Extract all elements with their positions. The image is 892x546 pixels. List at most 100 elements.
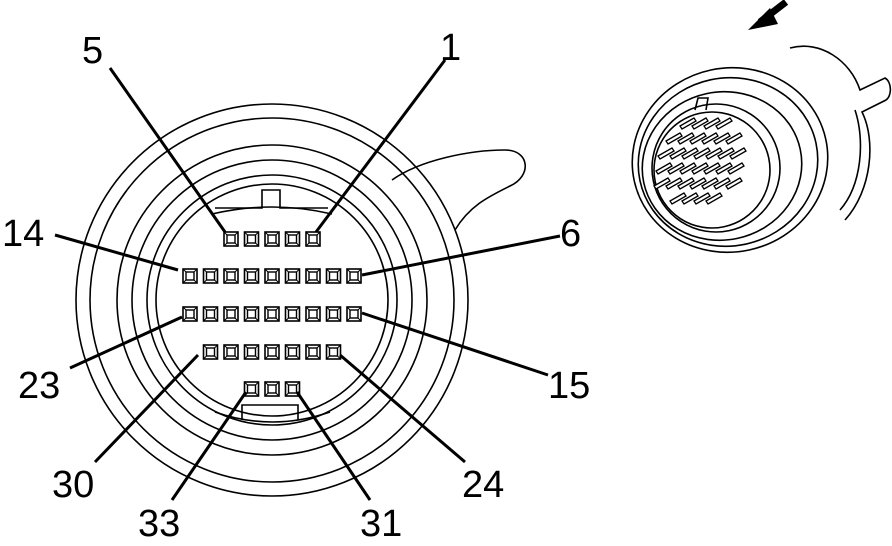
perspective-pin — [701, 177, 719, 190]
connector-face-view: 5 1 14 6 23 15 30 24 33 31 — [2, 27, 590, 545]
pin-cavity-10 — [264, 268, 280, 284]
pin-cavity-5 — [223, 231, 239, 247]
pin-cavity-11 — [243, 268, 260, 284]
perspective-pin — [727, 162, 745, 175]
perspective-pin — [665, 177, 683, 190]
pin-cavity-17 — [305, 306, 321, 322]
pin-cavity-16 — [325, 306, 342, 322]
pin-cavity-26 — [284, 344, 301, 360]
leader-pin-31 — [295, 391, 372, 501]
perspective-pin — [713, 132, 731, 145]
leader-pin-6 — [361, 234, 561, 277]
perspective-pin — [691, 162, 709, 175]
perspective-pin — [715, 117, 733, 130]
leader-pin-1 — [314, 59, 447, 233]
pin-cavity-20 — [243, 306, 260, 322]
pin-cavity-15 — [346, 306, 362, 322]
pin-cavity-25 — [305, 344, 321, 360]
label-pin-24: 24 — [462, 464, 504, 506]
insert-ring-2 — [155, 183, 389, 417]
perspective-pin — [669, 192, 687, 205]
pin-cavity-6 — [346, 268, 362, 284]
housing-ring-2 — [131, 159, 413, 441]
key-notch-bottom-arc — [214, 411, 331, 423]
perspective-pin — [705, 147, 723, 160]
perspective-pin — [717, 147, 735, 160]
leader-pin-5 — [108, 67, 227, 233]
perspective-pin — [703, 117, 721, 130]
pin-cavity-23 — [182, 306, 198, 322]
perspective-pin — [667, 162, 685, 175]
perspective-pin — [677, 177, 695, 190]
leader-pin-33 — [170, 391, 248, 501]
label-pin-15: 15 — [548, 365, 590, 407]
pin-cavity-8 — [305, 268, 321, 284]
pin-cavity-27 — [264, 344, 280, 360]
perspective-pin — [689, 177, 707, 190]
pin-cavity-7 — [325, 268, 342, 284]
perspective-pin — [725, 132, 743, 145]
key-notch-top — [215, 189, 328, 209]
pin-cavity-3 — [264, 231, 280, 247]
pin-cavity-1 — [305, 231, 321, 247]
pin-cavity-32 — [264, 381, 280, 397]
pin-cavity-4 — [243, 231, 260, 247]
pin-cavity-18 — [284, 306, 301, 322]
leader-pin-14 — [54, 233, 179, 272]
pin-cavity-12 — [223, 268, 239, 284]
pin-cavity-21 — [223, 306, 239, 322]
perspective-pin — [689, 132, 707, 145]
mounting-tab — [391, 149, 526, 231]
pin-cavity-19 — [264, 306, 280, 322]
housing-ring — [116, 144, 428, 456]
perspective-pin — [705, 192, 723, 205]
pin-cavity-24 — [325, 344, 342, 360]
leader-pin-15 — [361, 311, 549, 377]
insert-ring — [146, 174, 398, 426]
view-direction-arrow-icon — [748, 0, 789, 30]
perspective-pin — [679, 117, 697, 130]
perspective-pin — [681, 192, 699, 205]
leader-pin-24 — [339, 353, 466, 464]
pin-cavity-33 — [243, 381, 260, 397]
leader-pin-30 — [93, 353, 200, 464]
perspective-pin — [725, 177, 743, 190]
perspective-pin-array — [653, 117, 747, 205]
pin-cavity-14 — [182, 268, 198, 284]
pin-cavity-9 — [284, 268, 301, 284]
perspective-pin — [713, 177, 731, 190]
label-pin-31: 31 — [360, 503, 402, 545]
perspective-pin — [669, 147, 687, 160]
perspective-pin — [653, 177, 671, 190]
perspective-pin — [681, 147, 699, 160]
perspective-pin — [655, 162, 673, 175]
perspective-pin — [691, 117, 709, 130]
perspective-pin — [693, 192, 711, 205]
label-pin-5: 5 — [82, 30, 103, 72]
pin-cavity-31 — [284, 381, 301, 397]
key-notch-bottom — [241, 404, 299, 420]
pin-cavity-2 — [284, 231, 301, 247]
perspective-pin — [729, 147, 747, 160]
perspective-pin — [677, 132, 695, 145]
perspective-pin — [715, 162, 733, 175]
label-pin-23: 23 — [18, 365, 60, 407]
leader-pin-23 — [69, 315, 183, 370]
key-notch-top-arc — [211, 206, 333, 215]
label-pin-1: 1 — [440, 27, 461, 69]
label-pin-30: 30 — [52, 464, 94, 506]
pin-cavity-29 — [223, 344, 239, 360]
pin-cavity-30 — [202, 344, 219, 360]
perspective-pin — [693, 147, 711, 160]
outer-ring-2 — [89, 117, 455, 483]
label-pin-14: 14 — [2, 213, 44, 255]
perspective-pin — [665, 132, 683, 145]
perspective-pin — [701, 132, 719, 145]
perspective-pin — [657, 147, 675, 160]
perspective-pin — [679, 162, 697, 175]
outer-ring — [75, 103, 469, 497]
pin-cavity-22 — [202, 306, 219, 322]
label-pin-6: 6 — [560, 213, 581, 255]
pin-array — [182, 231, 362, 397]
